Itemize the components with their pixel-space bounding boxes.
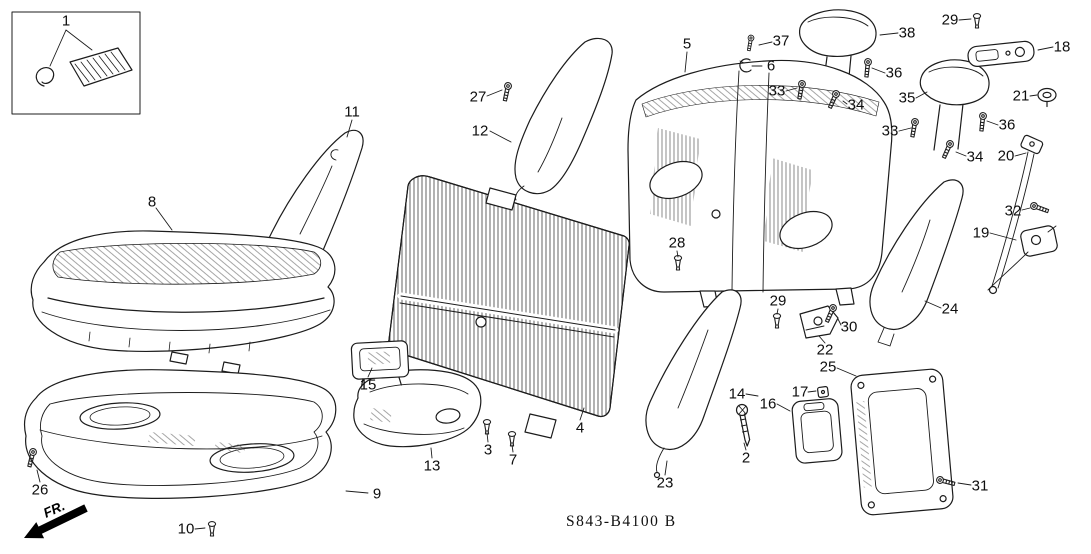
part-armrest-lid-16 <box>791 398 843 464</box>
fr-direction-arrow <box>24 504 88 539</box>
part-side-bolster-23 <box>645 289 742 479</box>
part-clip-set-box-1 <box>11 11 141 115</box>
part-lower-shell-9 <box>23 369 337 499</box>
part-clip-6 <box>739 58 752 73</box>
leader-lines <box>36 18 1054 530</box>
part-screw-2 <box>735 403 751 447</box>
diagram-code: S843-B4100 B <box>566 513 677 530</box>
part-armrest-13 <box>353 369 482 448</box>
part-seat-cushion-8 <box>30 230 336 354</box>
part-side-bolster-24 <box>869 179 964 347</box>
part-seat-back-panel-4 <box>388 175 630 439</box>
part-headrest-35 <box>919 59 990 151</box>
part-side-bolster-12 <box>514 37 613 201</box>
part-latch-piece-17 <box>817 386 829 398</box>
part-lock-cable-20 <box>988 134 1044 295</box>
part-seat-lock-19 <box>987 225 1058 291</box>
part-armrest-frame-25 <box>850 368 954 516</box>
part-guide-bracket-18 <box>967 40 1035 67</box>
part-tray-15 <box>350 340 410 388</box>
part-grommet-21 <box>1037 87 1057 108</box>
part-seat-back-5 <box>627 59 893 308</box>
